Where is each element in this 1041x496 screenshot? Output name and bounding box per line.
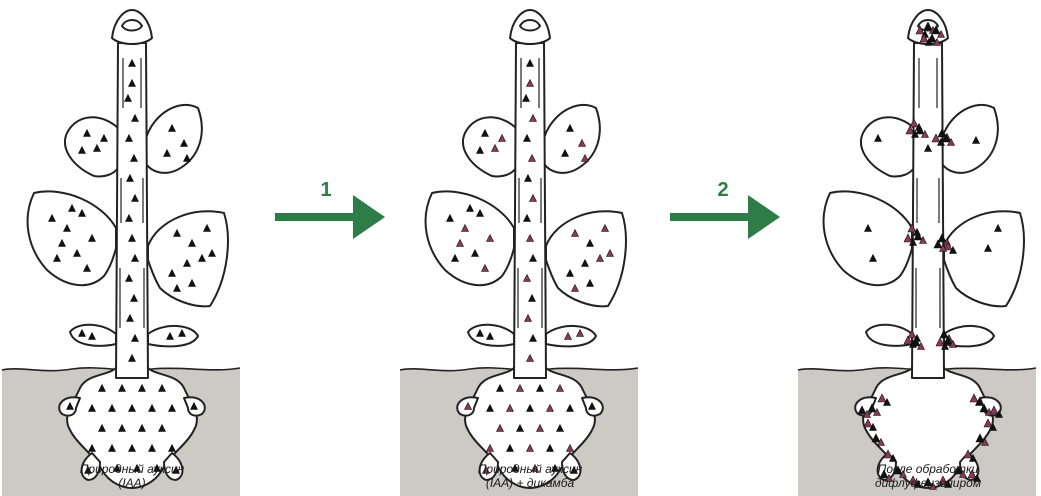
step-arrow-1: 1 <box>275 179 385 239</box>
step-arrow-2: 2 <box>670 179 780 239</box>
step-number-1: 1 <box>320 179 331 201</box>
caption-line: (IAA) + дикамба <box>410 476 650 490</box>
arrow-shaft <box>275 213 355 221</box>
caption-panel-3: После обработки дифлуфензопиром <box>808 462 1041 490</box>
panel-after-diflufenzopyr <box>798 10 1036 496</box>
panel-auxin-plus-dicamba <box>400 10 638 496</box>
arrow-head-icon <box>748 195 780 239</box>
arrow-head-icon <box>353 195 385 239</box>
step-number-2: 2 <box>717 179 728 201</box>
arrow-shaft <box>670 213 750 221</box>
caption-line: дифлуфензопиром <box>808 476 1041 490</box>
caption-panel-1: Природный ауксин (IAA) <box>12 462 252 490</box>
caption-line: Природный ауксин <box>410 462 650 476</box>
caption-line: Природный ауксин <box>12 462 252 476</box>
caption-line: (IAA) <box>12 476 252 490</box>
caption-panel-2: Природный ауксин (IAA) + дикамба <box>410 462 650 490</box>
panel-natural-auxin <box>2 10 240 496</box>
caption-line: После обработки <box>808 462 1041 476</box>
